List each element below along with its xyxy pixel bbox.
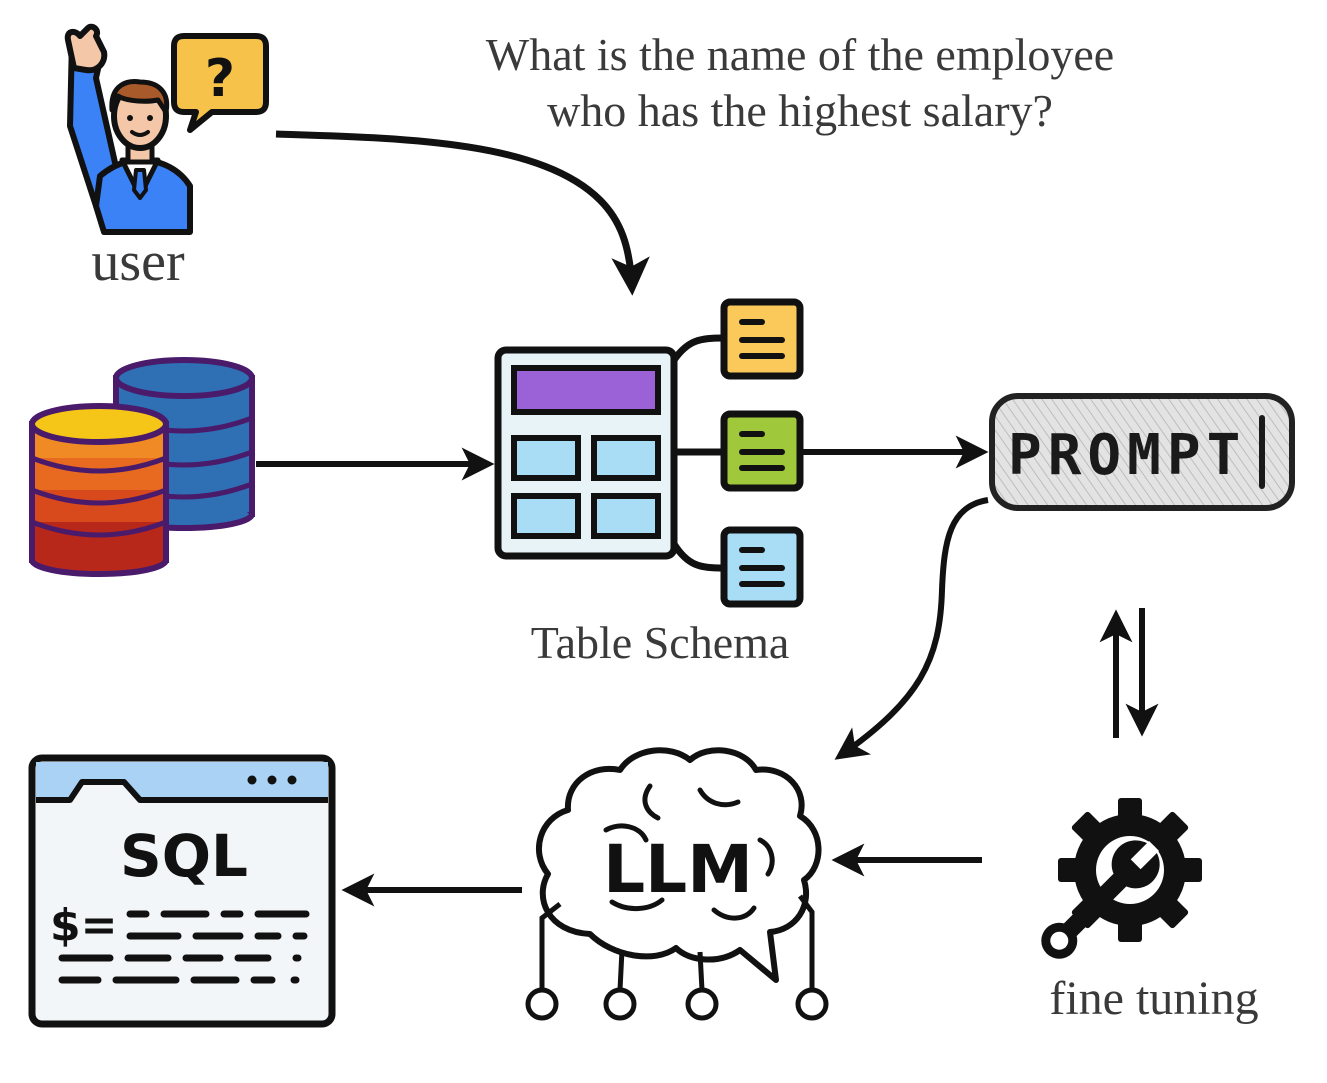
- brain-circuit-icon: LLM: [525, 747, 829, 1021]
- user-label: user: [91, 231, 185, 293]
- sql-window-icon: SQL $=: [28, 754, 336, 1028]
- llm-label: LLM: [603, 831, 753, 908]
- sql-prompt-symbol: $=: [50, 900, 117, 951]
- question-line-1: What is the name of the employee: [486, 29, 1114, 80]
- question-mark: ?: [205, 49, 235, 109]
- question-speech-bubble-icon: ?: [171, 33, 269, 133]
- table-schema-label: Table Schema: [531, 617, 790, 668]
- arrow-user-to-schema: [275, 130, 650, 296]
- arrow-prompt-to-llm: [834, 497, 989, 760]
- fine-tuning-label: fine tuning: [1049, 972, 1258, 1025]
- wrench-gear-icon: [1041, 798, 1202, 959]
- user-raising-hand-icon: [64, 23, 193, 235]
- database-stack-icon: [29, 357, 255, 577]
- prompt-label: PROMPT: [1008, 423, 1246, 488]
- sql-label: SQL: [120, 822, 248, 890]
- prompt-input-icon: PROMPT: [989, 393, 1295, 511]
- table-schema-icon: [494, 298, 804, 608]
- question-line-2: who has the highest salary?: [547, 85, 1053, 136]
